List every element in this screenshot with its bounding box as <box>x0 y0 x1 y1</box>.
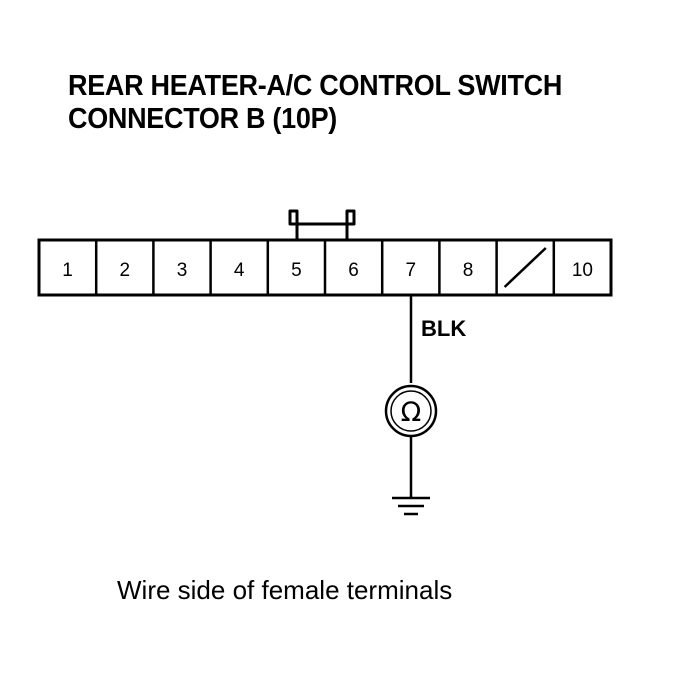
diagram-caption: Wire side of female terminals <box>117 575 453 605</box>
connector-cavities: 1 2 3 4 5 6 7 8 10 <box>62 240 593 295</box>
terminal-8-label: 8 <box>463 260 474 281</box>
ohm-symbol: Ω <box>401 397 422 428</box>
terminal-5-label: 5 <box>291 260 302 281</box>
terminal-2-label: 2 <box>120 260 131 281</box>
wire-color-label: BLK <box>421 316 466 341</box>
ground-icon <box>392 496 430 516</box>
empty-cavity-mark <box>503 247 547 288</box>
terminal-10-label: 10 <box>572 260 593 281</box>
terminal-7-label: 7 <box>406 260 417 281</box>
terminal-3-label: 3 <box>177 260 188 281</box>
diagram-title: REAR HEATER-A/C CONTROL SWITCH CONNECTOR… <box>68 70 562 136</box>
terminal-1-label: 1 <box>62 260 73 281</box>
terminal-4-label: 4 <box>234 260 245 281</box>
title-line-2: CONNECTOR B (10P) <box>68 103 337 135</box>
ohmmeter-icon: Ω <box>384 384 438 438</box>
title-line-1: REAR HEATER-A/C CONTROL SWITCH <box>68 70 563 102</box>
connector-lock-tab <box>288 209 356 240</box>
terminal-6-label: 6 <box>348 260 359 281</box>
